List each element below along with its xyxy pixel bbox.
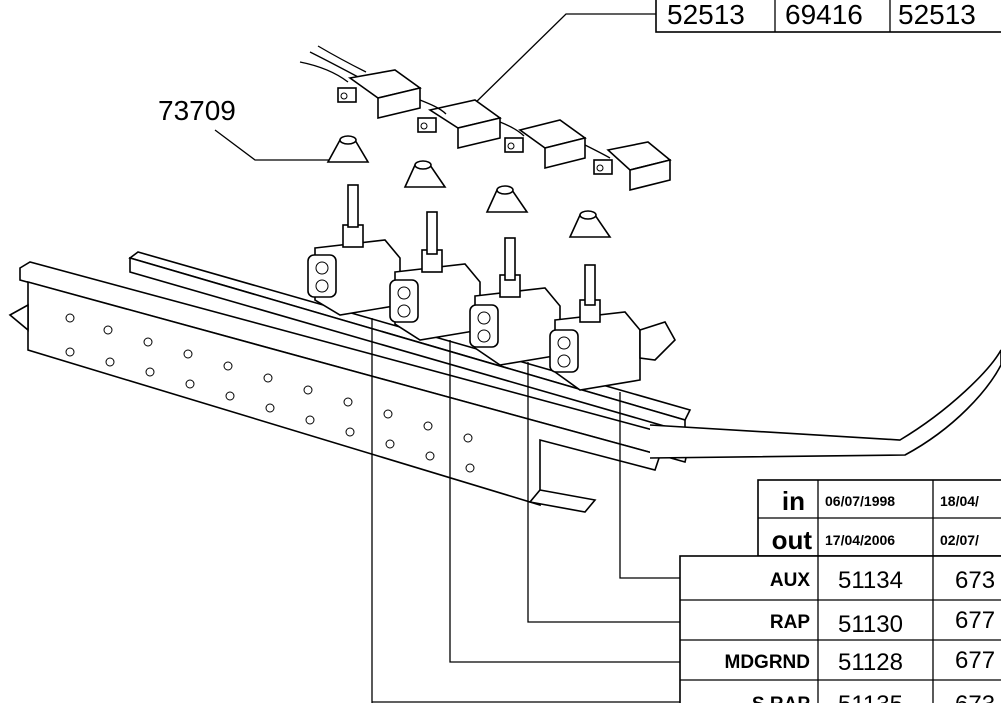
top-part-number-3: 52513: [898, 0, 976, 30]
top-part-number-2: 69416: [785, 0, 863, 30]
header-out-date-1: 17/04/2006: [825, 532, 895, 548]
header-out-label: out: [772, 525, 813, 555]
top-part-number-1: 52513: [667, 0, 745, 30]
row-mdgrnd-label: MDGRND: [725, 652, 811, 673]
microswitch-connectors: [299, 45, 672, 192]
header-out-date-2: 02/07/: [940, 532, 979, 548]
valve-leader-lines: [371, 318, 680, 703]
row-aux-label: AUX: [770, 570, 810, 591]
valve-4: [549, 264, 676, 391]
row-rap-label: RAP: [770, 612, 810, 633]
valve-1: [307, 184, 401, 316]
left-part-callout: 73709: [158, 95, 330, 161]
left-callout-leader: [214, 129, 330, 161]
reference-table: in 06/07/1998 18/04/ out 17/04/2006 02/0…: [679, 479, 1001, 703]
header-in-label: in: [782, 486, 805, 516]
rubber-cones: [326, 135, 612, 238]
top-part-callout: 52513 69416 52513: [469, 0, 1001, 109]
row-srap-value-2: 673: [955, 691, 995, 703]
gas-manifold-bar: [8, 251, 692, 513]
header-in-date-1: 06/07/1998: [825, 493, 895, 509]
valve-3: [469, 237, 561, 366]
top-callout-leader: [469, 13, 656, 109]
row-aux-value-1: 51134: [838, 567, 903, 594]
gas-pipe: [649, 349, 1001, 459]
left-part-number: 73709: [158, 95, 236, 126]
gas-valves: [307, 184, 676, 391]
row-mdgrnd-value-2: 677: [955, 647, 995, 674]
row-rap-value-2: 677: [955, 607, 995, 634]
header-in-date-2: 18/04/: [940, 493, 979, 509]
row-mdgrnd-value-1: 51128: [838, 649, 903, 676]
valve-2: [389, 211, 481, 341]
row-aux-value-2: 673: [955, 567, 995, 594]
row-rap-value-1: 51130: [838, 611, 903, 638]
row-srap-label: S.RAP: [752, 694, 810, 703]
row-srap-value-1: 51135: [838, 691, 903, 703]
